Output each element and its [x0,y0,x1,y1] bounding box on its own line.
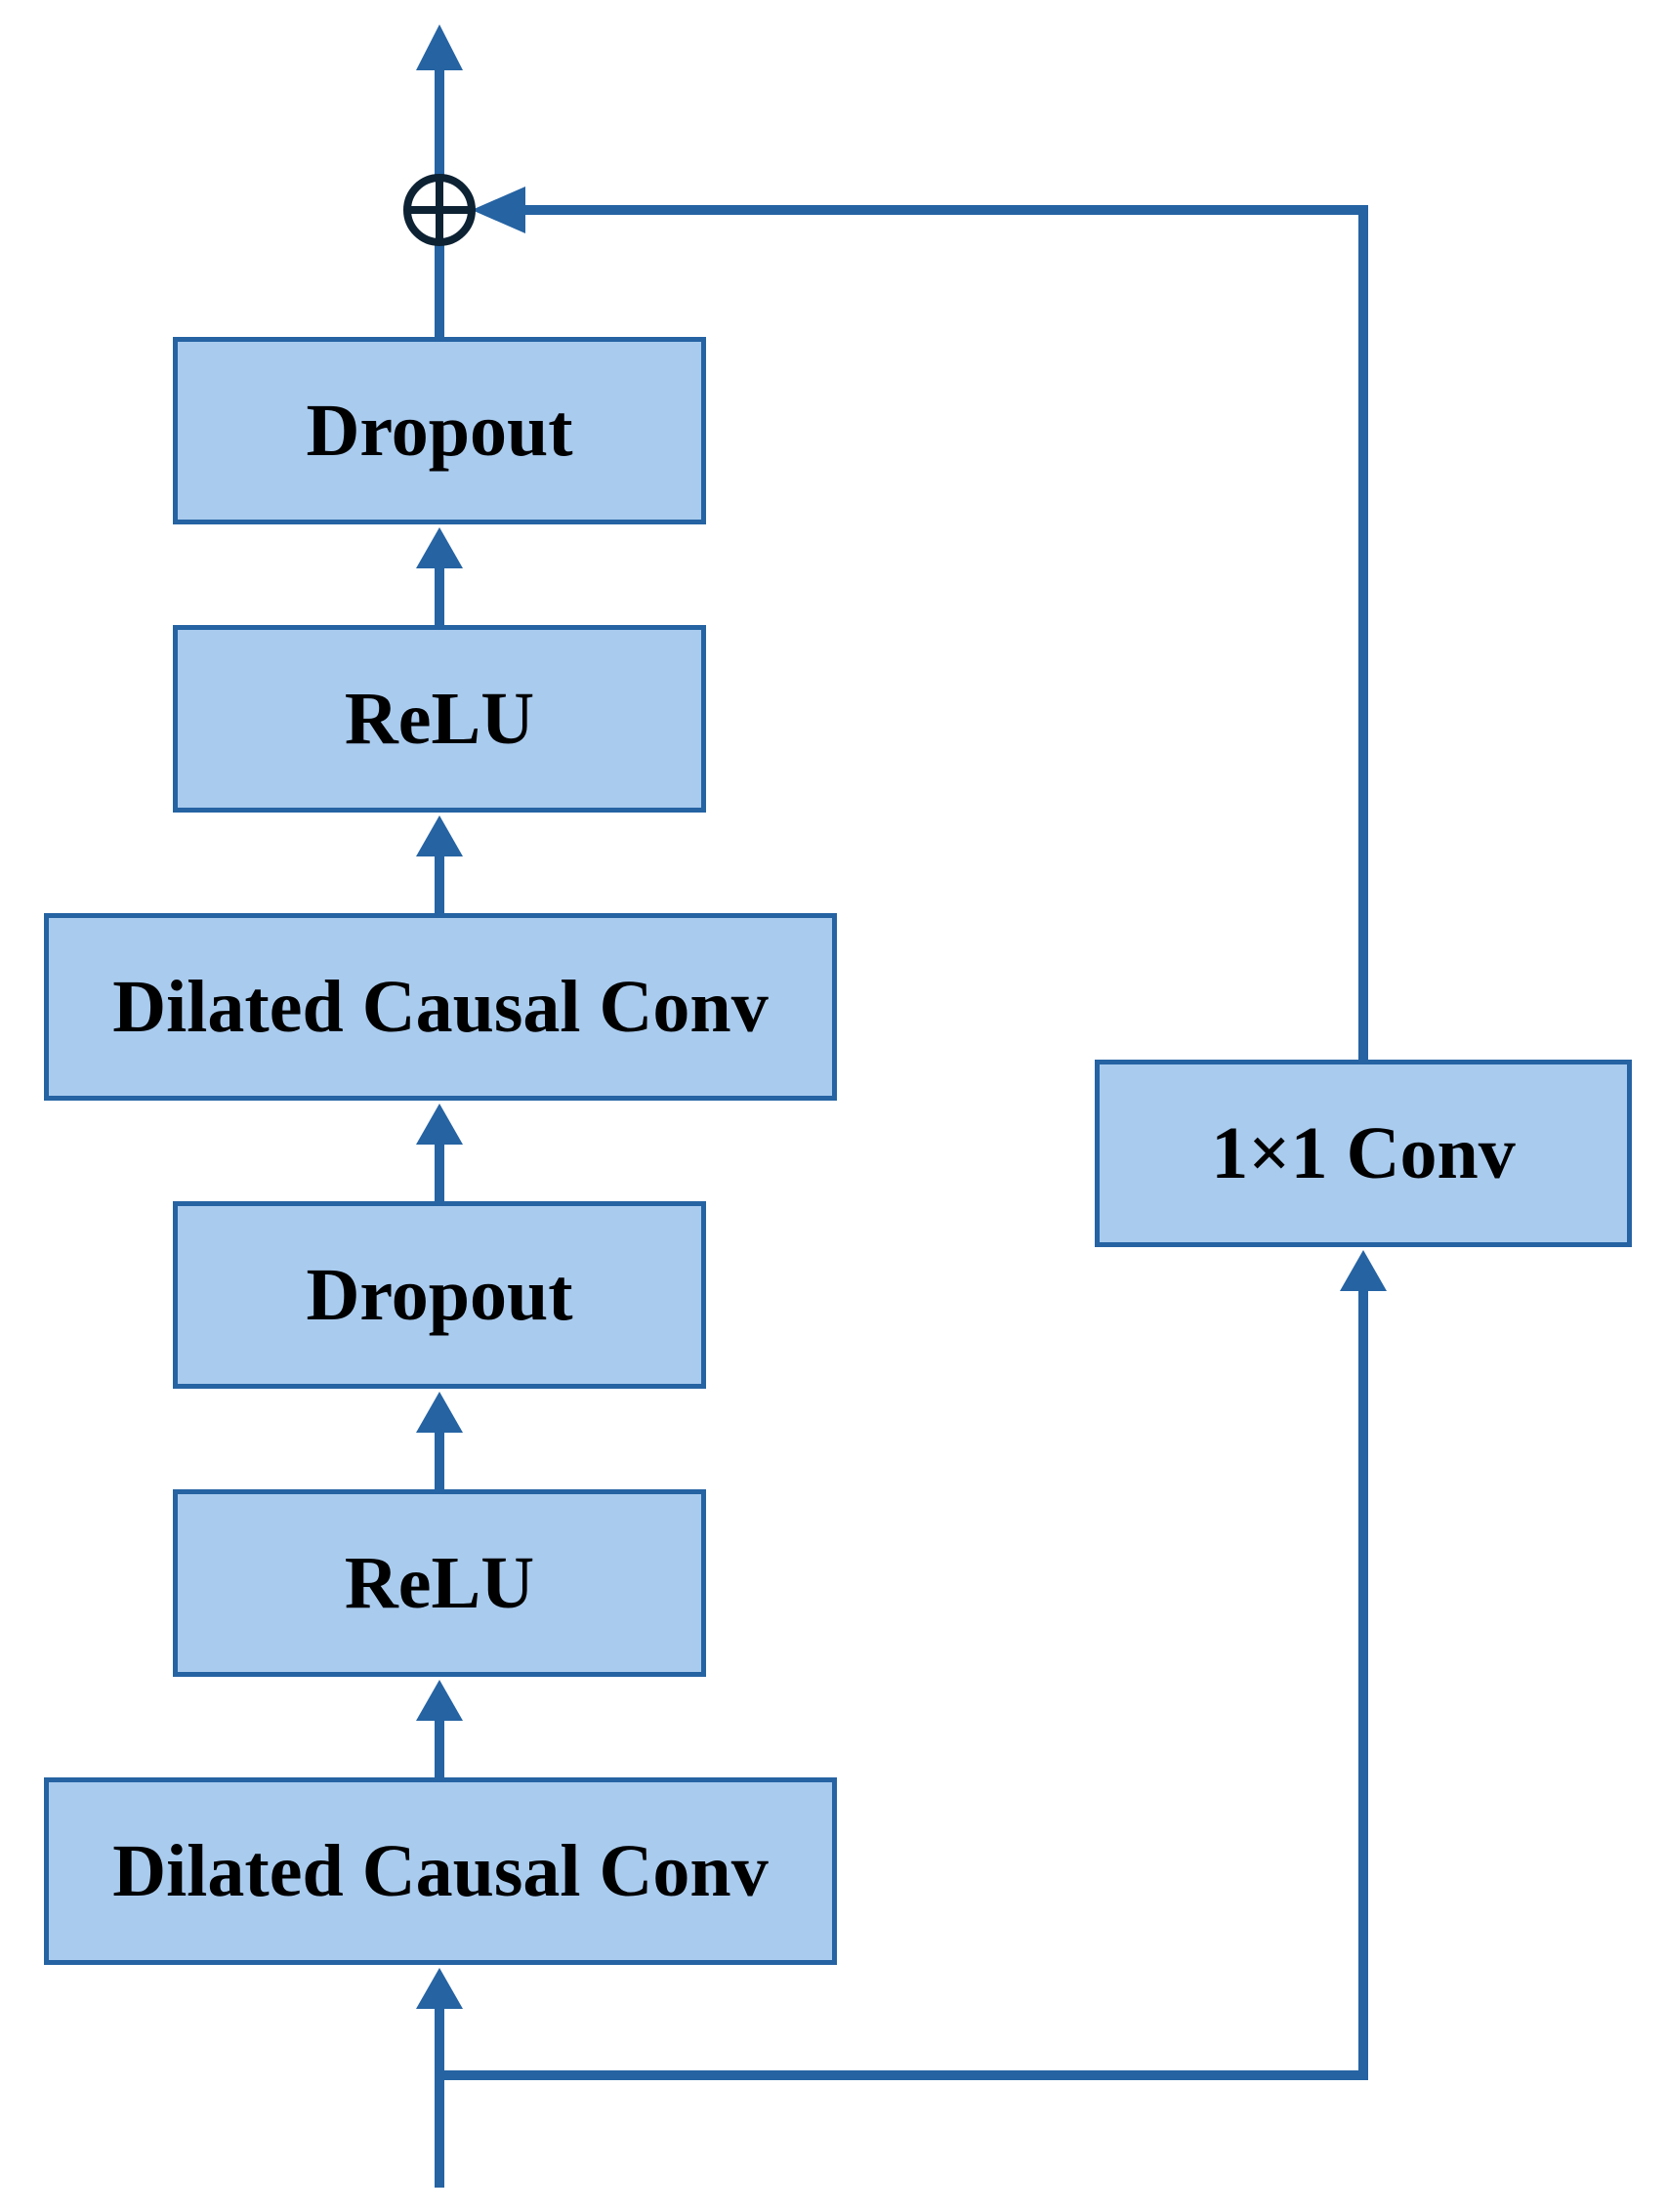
dilated-causal-conv-block-bottom-label: Dilated Causal Conv [112,1829,769,1912]
arrow-up-icon [416,1392,463,1433]
arrow-up-icon [416,1104,463,1145]
dilated-causal-conv-block-top-label: Dilated Causal Conv [112,965,769,1048]
arrow-up-icon [416,815,463,856]
connectors [435,59,1368,2188]
arrow-up-icon [1340,1250,1387,1291]
relu-block-top-label: ReLU [344,677,535,760]
circled-plus-icon [403,174,476,246]
dropout-block-bottom: Dropout [173,1201,706,1389]
skip-connection-bottom [439,1284,1368,2080]
dilated-causal-conv-block-top: Dilated Causal Conv [44,913,837,1101]
relu-block-top: ReLU [173,625,706,813]
arrow-up-icon [416,1968,463,2009]
dilated-causal-conv-block-bottom: Dilated Causal Conv [44,1777,837,1965]
relu-block-bottom: ReLU [173,1489,706,1677]
dropout-block-bottom-label: Dropout [306,1253,573,1336]
relu-block-bottom-label: ReLU [344,1541,535,1624]
arrow-left-icon [472,187,525,233]
arrow-up-icon [416,24,463,70]
dropout-block-top: Dropout [173,337,706,524]
conv-1x1-block-label: 1×1 Conv [1211,1111,1516,1194]
skip-connection-top [518,205,1368,1060]
arrowheads [416,24,1387,2009]
arrow-up-icon [416,527,463,568]
conv-1x1-block: 1×1 Conv [1095,1060,1632,1247]
arrow-up-icon [416,1680,463,1721]
dropout-block-top-label: Dropout [306,389,573,472]
